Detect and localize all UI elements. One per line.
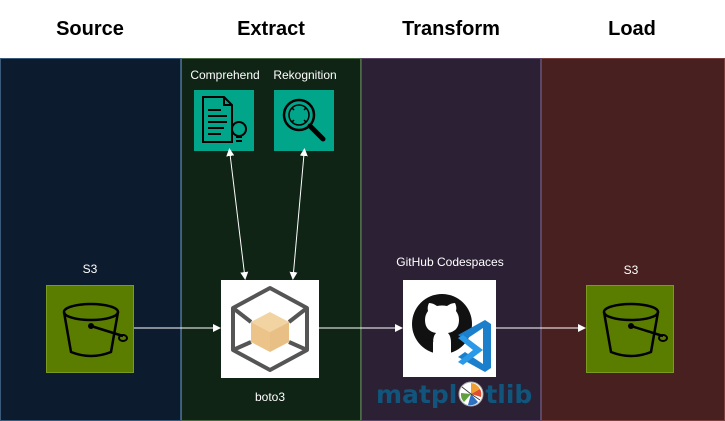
rekognition-node[interactable] xyxy=(274,90,334,151)
s3-bucket-icon xyxy=(602,302,668,358)
cube-icon xyxy=(231,286,309,372)
document-insight-icon xyxy=(202,96,247,143)
column-title-source: Source xyxy=(56,18,124,40)
rekognition-label: Rekognition xyxy=(273,68,337,82)
matplotlib-logo: matpl tlib xyxy=(376,379,533,409)
s3-bucket-icon xyxy=(62,302,128,358)
codespaces-label: GitHub Codespaces xyxy=(396,255,504,269)
codespaces-node[interactable] xyxy=(403,280,496,377)
matplotlib-wheel-icon xyxy=(458,381,484,407)
arrow-boto3-comprehend xyxy=(226,148,249,280)
column-title-load: Load xyxy=(608,18,656,40)
comprehend-node[interactable] xyxy=(194,90,254,151)
boto3-node[interactable] xyxy=(221,280,319,378)
boto3-label: boto3 xyxy=(254,390,286,404)
column-title-extract: Extract xyxy=(237,18,305,40)
arrow-boto3-rekognition xyxy=(289,148,308,280)
load-s3-label: S3 xyxy=(623,263,639,277)
github-vscode-icon xyxy=(412,294,491,372)
source-s3-node[interactable] xyxy=(46,285,134,373)
column-title-transform: Transform xyxy=(402,18,500,40)
source-s3-label: S3 xyxy=(82,262,98,276)
load-s3-node[interactable] xyxy=(586,285,674,373)
header-bar: Source Extract Transform Load xyxy=(0,0,725,58)
comprehend-label: Comprehend xyxy=(190,68,260,82)
magnifier-icon xyxy=(282,98,326,142)
